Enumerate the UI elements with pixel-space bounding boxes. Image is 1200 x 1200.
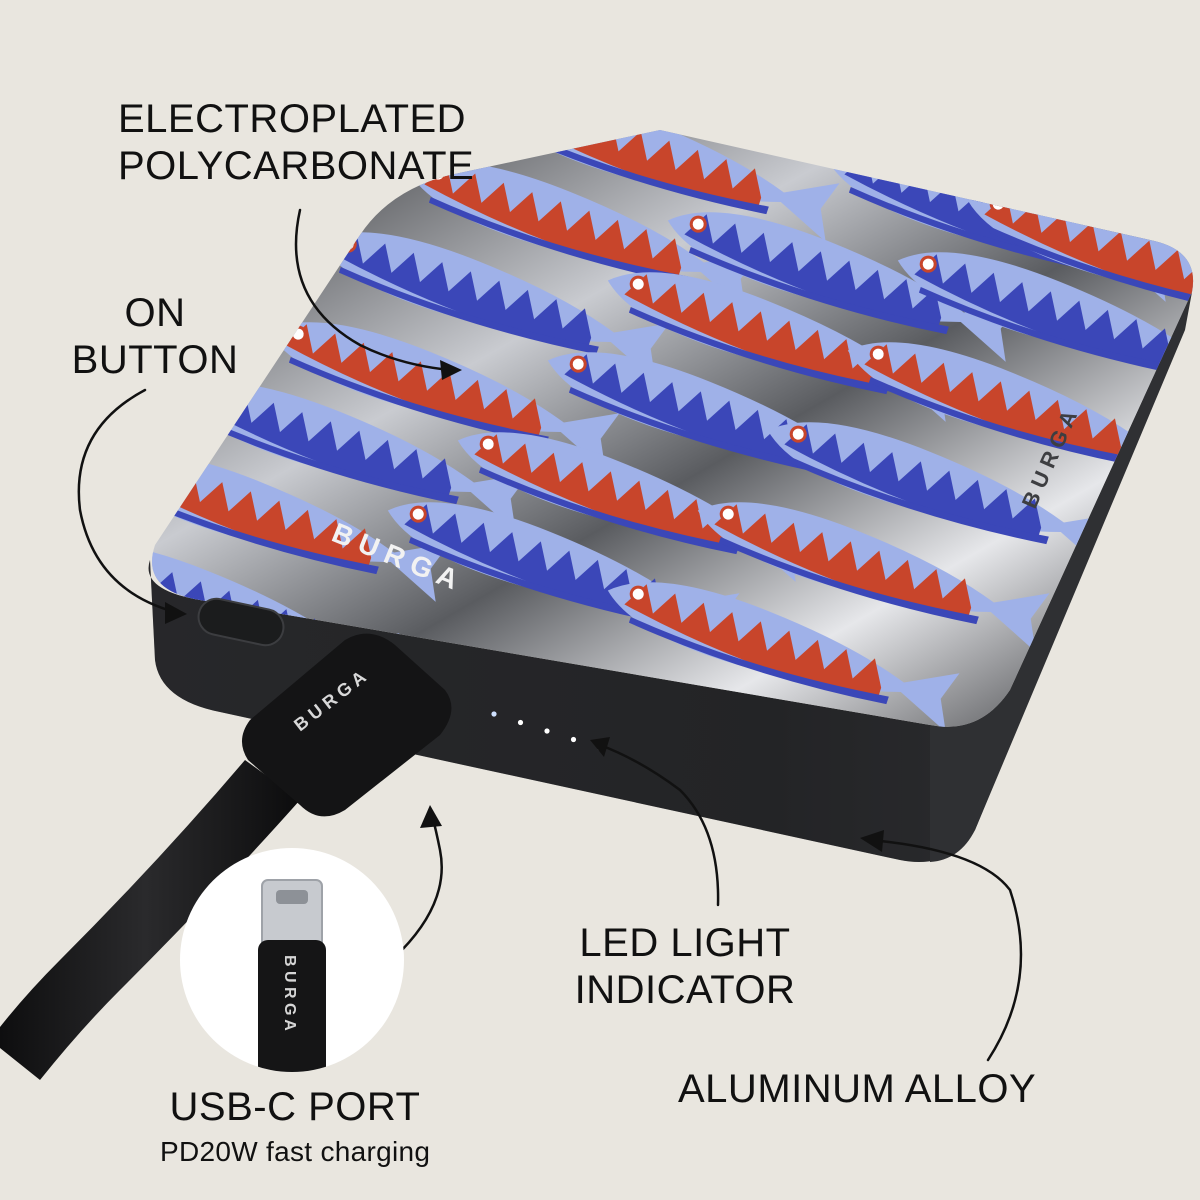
fish-motif	[607, 272, 960, 422]
fish-motif	[457, 432, 810, 582]
led-dot	[570, 736, 577, 743]
label-on-button: ON BUTTON	[66, 290, 244, 384]
arrow-heads	[165, 360, 884, 852]
connector-logo: B U R G A	[281, 955, 298, 1031]
led-dot	[491, 711, 497, 717]
fish-motif	[487, 130, 840, 242]
fish-pattern	[152, 130, 1194, 727]
fish-motif	[897, 252, 1194, 402]
arrow-electroplated	[294, 208, 452, 372]
fish-motif	[847, 342, 1194, 492]
on-button[interactable]	[195, 595, 287, 648]
label-subtitle: PD20W fast charging	[160, 1136, 431, 1168]
label-line: ELECTROPLATED	[118, 97, 467, 141]
label-electroplated-polycarbonate: ELECTROPLATED POLYCARBONATE	[118, 96, 474, 190]
usbc-connector-illustration: B U R G A	[258, 879, 326, 1072]
led-dot	[544, 728, 550, 734]
arrow-led	[598, 743, 720, 907]
fish-motif	[767, 422, 1120, 572]
label-line: LED LIGHT	[579, 921, 791, 965]
cable	[0, 760, 300, 1080]
arrow-usbc	[400, 813, 443, 952]
label-line: POLYCARBONATE	[118, 144, 475, 189]
label-line: USB-C PORT	[169, 1085, 421, 1129]
label-line: BUTTON	[71, 338, 239, 383]
led-dot	[517, 719, 524, 726]
fish-motif	[667, 212, 1020, 362]
fish-motif	[697, 502, 1050, 652]
label-line: ON	[124, 291, 186, 335]
label-line: ALUMINUM ALLOY	[678, 1067, 1037, 1111]
label-aluminum-alloy: ALUMINUM ALLOY	[678, 1066, 1036, 1113]
label-usbc-port: USB-C PORT PD20W fast charging	[160, 1084, 430, 1168]
device-side	[930, 292, 1192, 862]
arrow-aluminum	[868, 838, 1023, 1062]
label-line: INDICATOR	[574, 968, 796, 1013]
arrow-on-button	[77, 388, 177, 614]
fish-motif	[607, 582, 960, 727]
label-led-indicator: LED LIGHT INDICATOR	[566, 920, 804, 1014]
cable-connector[interactable]	[241, 633, 452, 817]
